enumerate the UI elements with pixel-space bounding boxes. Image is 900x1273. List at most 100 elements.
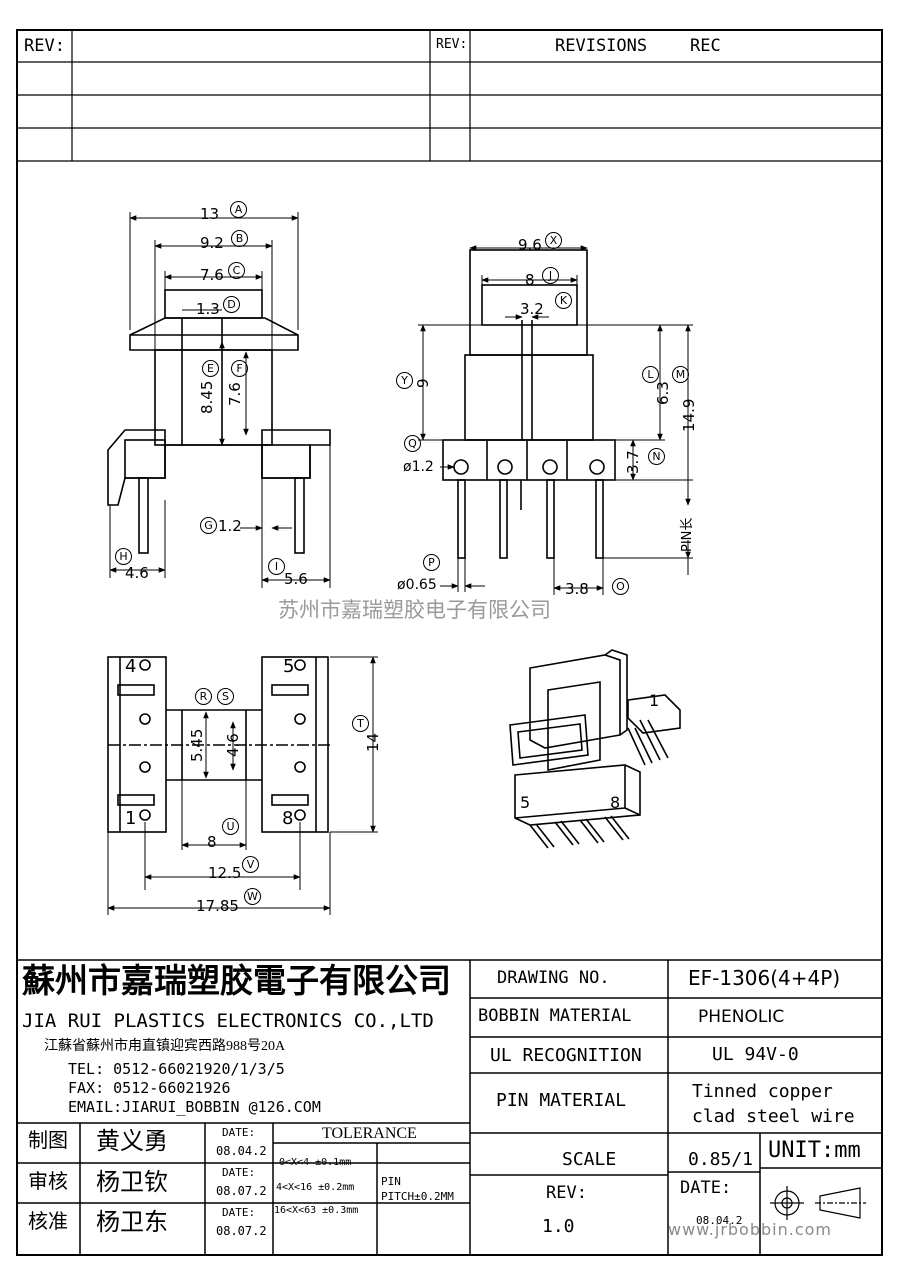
dim-m: 14.9 bbox=[680, 398, 698, 432]
pin-material-value-1: Tinned copper bbox=[692, 1081, 833, 1102]
dim-j: 8 bbox=[525, 271, 535, 289]
side-view bbox=[442, 249, 616, 559]
title-block-grid bbox=[17, 959, 882, 1255]
tag-e: E bbox=[202, 360, 219, 377]
rec-heading: REC bbox=[690, 36, 721, 56]
name-drafter: 黄义勇 bbox=[96, 1129, 168, 1155]
company-fax: FAX: 0512-66021926 bbox=[68, 1079, 231, 1097]
tag-q: Q bbox=[404, 435, 421, 452]
date-label-approver: DATE: bbox=[222, 1206, 256, 1219]
dim-h: 4.6 bbox=[125, 564, 149, 582]
company-address: 江蘇省蘇州市甪直镇迎宾西路988号20A bbox=[44, 1039, 286, 1054]
dim-e: 8.45 bbox=[198, 380, 216, 414]
dim-u: 8 bbox=[207, 833, 217, 851]
dim-46: 4.6 bbox=[224, 733, 242, 757]
pin-1-label: 1 bbox=[125, 808, 137, 829]
pin-pitch-line-1: PIN bbox=[381, 1175, 401, 1188]
scale-value: 0.85/1 bbox=[688, 1149, 754, 1170]
pin-material-label: PIN MATERIAL bbox=[496, 1090, 627, 1111]
dim-k: 3.2 bbox=[520, 300, 544, 318]
front-view-dimensions bbox=[109, 212, 331, 588]
tag-j: J bbox=[542, 267, 559, 284]
tag-o: O bbox=[612, 578, 629, 595]
revisions-heading: REVISIONS bbox=[555, 36, 648, 56]
date-label-checker: DATE: bbox=[222, 1166, 256, 1179]
dim-n: 3.7 bbox=[624, 450, 642, 474]
rev-value: 1.0 bbox=[542, 1216, 575, 1237]
company-name-en: JIA RUI PLASTICS ELECTRONICS CO.,LTD bbox=[22, 1010, 434, 1032]
drawing-frame bbox=[16, 29, 883, 1256]
pin-pitch-line-2: PITCH±0.2MM bbox=[381, 1190, 454, 1203]
tag-m: M bbox=[672, 366, 689, 383]
bobbin-material-label: BOBBIN MATERIAL bbox=[478, 1006, 632, 1026]
tag-g: G bbox=[200, 517, 217, 534]
tolerance-range-3: 16<X<63 ±0.3mm bbox=[274, 1205, 359, 1216]
dim-l: 6.3 bbox=[654, 381, 672, 405]
date-drafter: 08.04.2 bbox=[216, 1144, 267, 1158]
bottom-view bbox=[107, 656, 330, 833]
ul-recognition-value: UL 94V-0 bbox=[712, 1044, 799, 1065]
name-approver: 杨卫东 bbox=[96, 1210, 168, 1236]
role-checker: 审核 bbox=[28, 1171, 68, 1193]
pin-material-value-2: clad steel wire bbox=[692, 1106, 855, 1127]
company-name-cn: 蘇州市嘉瑞塑胶電子有限公司 bbox=[22, 964, 451, 1000]
tag-f: F bbox=[231, 360, 248, 377]
ul-recognition-label: UL RECOGNITION bbox=[490, 1045, 642, 1066]
pin-length-label: PIN长 bbox=[680, 517, 695, 552]
tag-k: K bbox=[555, 292, 572, 309]
tag-d: D bbox=[223, 296, 240, 313]
tag-r: R bbox=[195, 688, 212, 705]
dim-b: 9.2 bbox=[200, 234, 224, 252]
tag-a: A bbox=[230, 201, 247, 218]
unit-label: UNIT:mm bbox=[768, 1138, 861, 1163]
tag-t: T bbox=[352, 715, 369, 732]
dim-t: 14 bbox=[364, 732, 382, 752]
drawing-no-value: EF-1306(4+4P) bbox=[688, 966, 841, 990]
dim-y: 9 bbox=[414, 378, 432, 388]
dim-v: 12.5 bbox=[208, 864, 242, 882]
drawing-no-label: DRAWING NO. bbox=[497, 968, 610, 988]
iso-pin-8-label: 8 bbox=[610, 793, 621, 812]
role-drafter: 制图 bbox=[28, 1130, 68, 1152]
dim-p: ø0.65 bbox=[397, 577, 437, 593]
date-approver: 08.07.2 bbox=[216, 1224, 267, 1238]
website-watermark: www.jrbobbin.com bbox=[668, 1220, 832, 1239]
tag-n: N bbox=[648, 448, 665, 465]
revision-table bbox=[17, 30, 882, 162]
tag-h: H bbox=[115, 548, 132, 565]
tag-u: U bbox=[222, 818, 239, 835]
dim-545: 5.45 bbox=[188, 728, 206, 762]
dim-d: 1.3 bbox=[196, 300, 220, 318]
watermark-company: 苏州市嘉瑞塑胶电子有限公司 bbox=[278, 598, 551, 622]
date-label: DATE: bbox=[680, 1178, 732, 1198]
company-tel: TEL: 0512-66021920/1/3/5 bbox=[68, 1060, 285, 1078]
tag-v: V bbox=[242, 856, 259, 873]
name-checker: 杨卫钦 bbox=[96, 1170, 168, 1196]
pin-5-label: 5 bbox=[283, 656, 295, 677]
tag-c: C bbox=[228, 262, 245, 279]
front-view bbox=[107, 289, 331, 554]
tag-i: I bbox=[268, 558, 285, 575]
role-approver: 核准 bbox=[28, 1211, 68, 1233]
dim-q: ø1.2 bbox=[403, 459, 434, 475]
projection-symbol-icon bbox=[770, 1186, 866, 1220]
iso-pin-5-label: 5 bbox=[520, 793, 531, 812]
dim-c: 7.6 bbox=[200, 266, 224, 284]
rev-label-right: REV: bbox=[436, 37, 468, 52]
dim-i: 5.6 bbox=[284, 570, 308, 588]
isometric-view bbox=[509, 649, 681, 849]
tag-l: L bbox=[642, 366, 659, 383]
rev-label-left: REV: bbox=[24, 36, 65, 56]
side-view-dimensions bbox=[418, 245, 693, 595]
pin-4-label: 4 bbox=[125, 656, 137, 677]
dim-f: 7.6 bbox=[226, 382, 244, 406]
date-value: 08.04.2 bbox=[696, 1214, 743, 1227]
tag-y: Y bbox=[396, 372, 413, 389]
tag-b: B bbox=[231, 230, 248, 247]
rev-label: REV: bbox=[546, 1183, 587, 1203]
tag-w: W bbox=[244, 888, 261, 905]
date-checker: 08.07.2 bbox=[216, 1184, 267, 1198]
dim-o: 3.8 bbox=[565, 580, 589, 598]
dim-a: 13 bbox=[200, 205, 220, 223]
